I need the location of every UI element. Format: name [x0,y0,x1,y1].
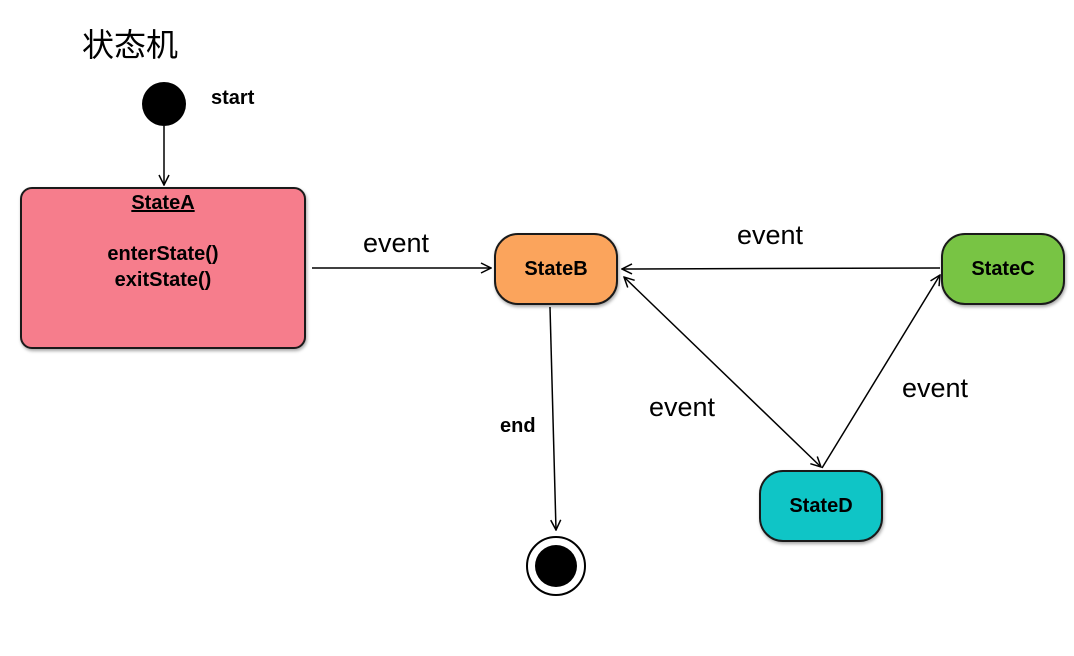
state-b-name: StateB [524,257,588,280]
state-a-method: enterState() [107,243,219,265]
state-c-node[interactable]: StateC [941,233,1065,305]
end-node-inner-icon [535,545,577,587]
state-a-method: exitState() [114,269,212,291]
page-title: 状态机 [82,26,179,64]
state-a-methods: enterState() exitState() [22,241,304,293]
event-label-d-to-c: event [902,373,969,403]
state-d-to-state-c-arrow [821,275,940,469]
start-label: start [211,87,255,109]
state-b-to-end-arrow [549,306,556,530]
end-label: end [500,415,536,437]
event-label-a-to-b: event [363,228,430,258]
state-d-name: StateD [789,494,853,517]
state-c-to-state-b-arrow [622,268,941,269]
state-a-node[interactable]: StateA enterState() exitState() [20,187,306,349]
event-label-c-to-b: event [737,220,804,250]
start-node-icon [142,82,186,126]
state-b-to-state-d-arrow [624,277,821,467]
state-b-node[interactable]: StateB [494,233,618,305]
state-a-name: StateA [131,192,195,214]
state-d-node[interactable]: StateD [759,470,883,542]
event-label-b-to-d: event [649,392,716,422]
state-c-name: StateC [971,257,1035,280]
